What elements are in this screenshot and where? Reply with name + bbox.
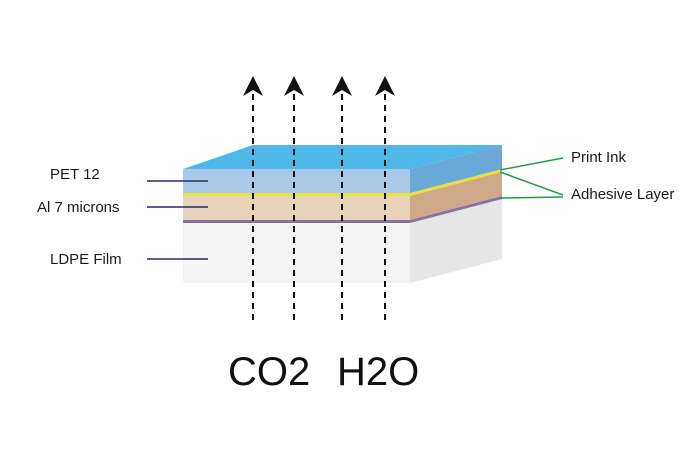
pet-front-face xyxy=(183,169,410,193)
print-ink-side xyxy=(410,169,502,196)
ldpe-label: LDPE Film xyxy=(50,251,122,268)
al-front-face xyxy=(183,196,410,220)
print-ink-label: Print Ink xyxy=(571,149,627,166)
al-side-face xyxy=(410,172,502,220)
co2-text: CO2 xyxy=(228,350,311,394)
adhesive-label: Adhesive Layer xyxy=(571,186,675,203)
h2o-label: H2O xyxy=(337,350,419,395)
co2-label: CO2 xyxy=(228,350,310,395)
print-ink-leader-line xyxy=(499,157,564,171)
pet-label: PET 12 xyxy=(50,166,100,183)
pet-top-face xyxy=(183,145,502,169)
adhesive-layer-front xyxy=(183,220,410,223)
adhesive-leader-line-upper xyxy=(499,171,564,196)
pet-side-face xyxy=(410,145,502,193)
h2o-text: H2O xyxy=(337,350,420,394)
ldpe-side-face xyxy=(410,198,502,283)
ldpe-front-face xyxy=(183,222,410,283)
print-ink-front xyxy=(183,193,410,196)
al-label: Al 7 microns xyxy=(37,199,120,216)
adhesive-layer-side xyxy=(410,196,502,223)
adhesive-leader-line-lower xyxy=(499,196,564,199)
